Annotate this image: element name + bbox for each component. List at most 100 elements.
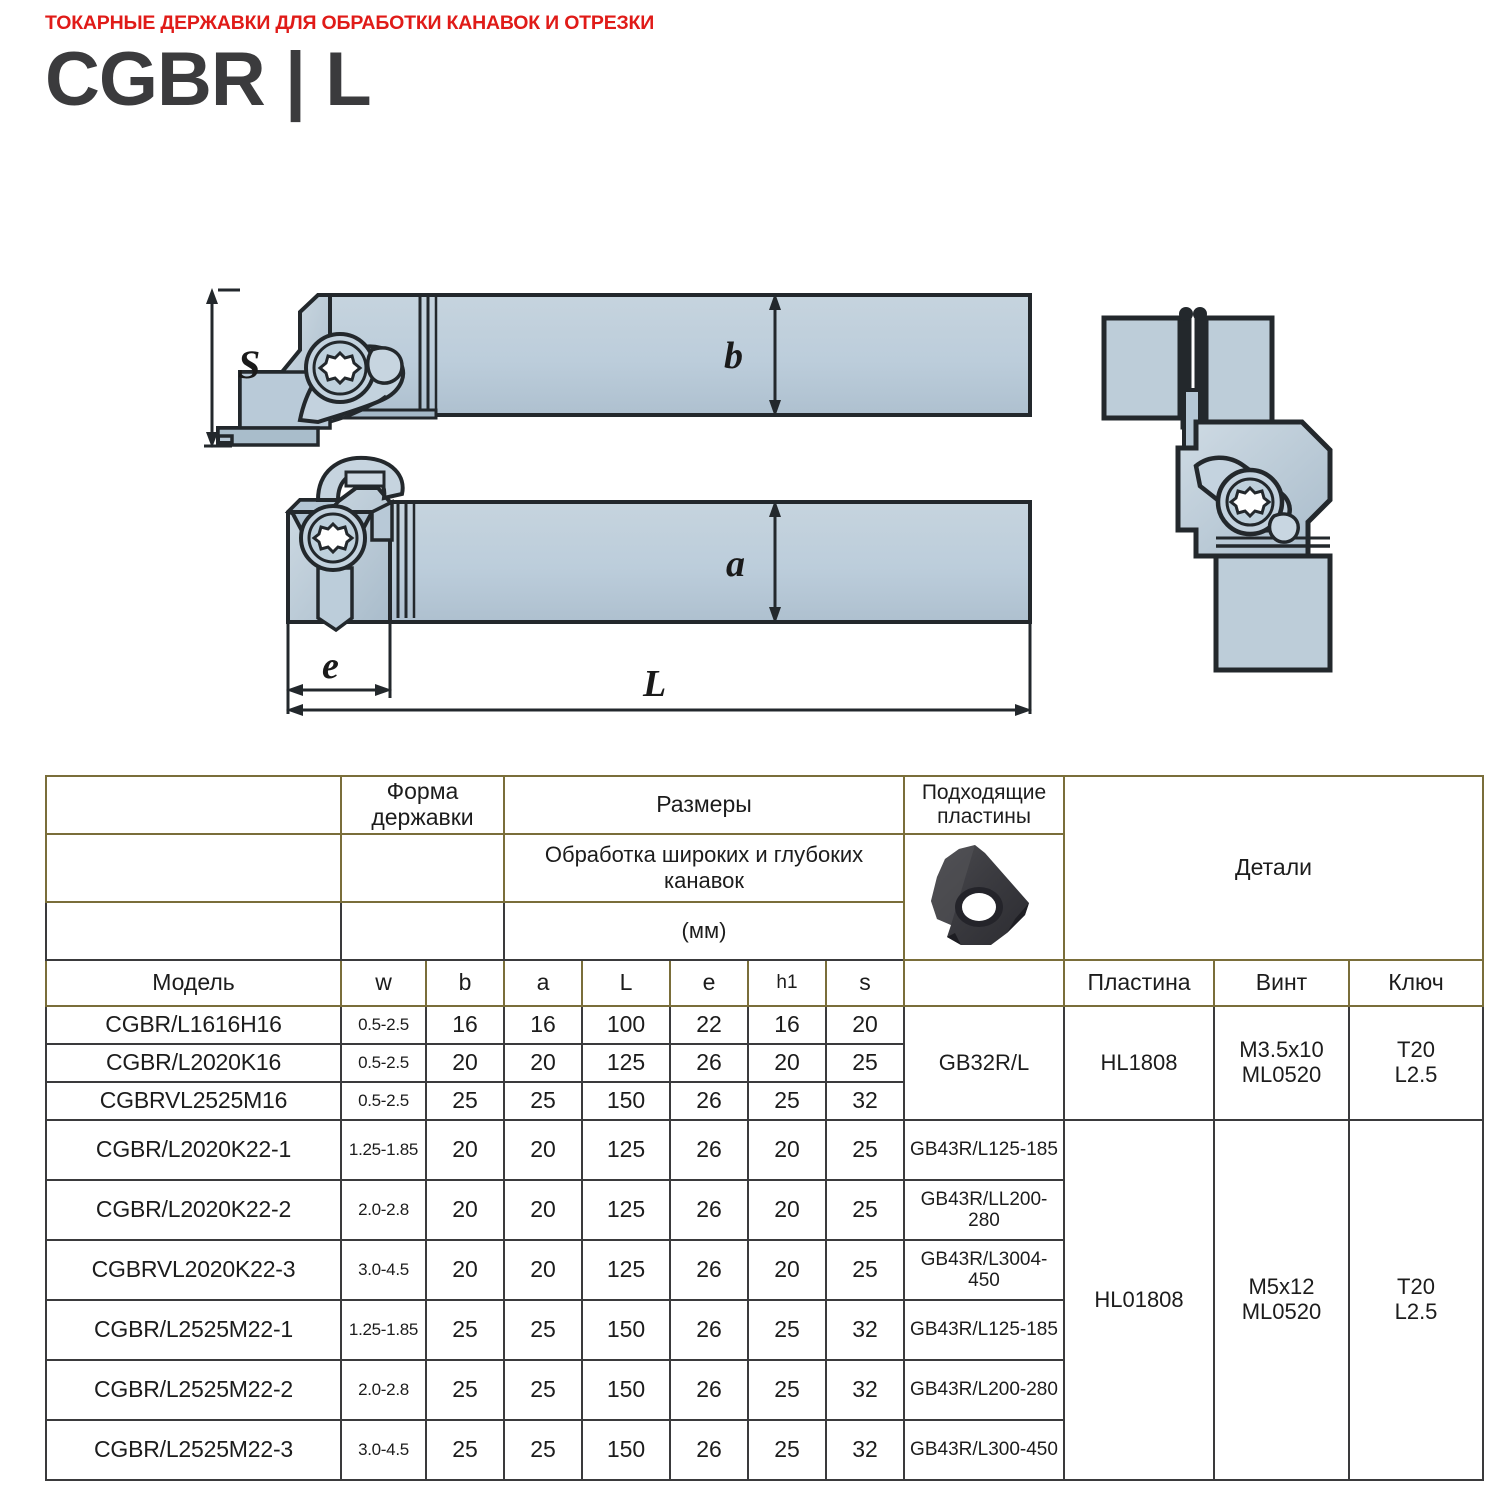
cell-b: 20 bbox=[425, 1239, 505, 1301]
front-view-drawing: a e L bbox=[284, 455, 1032, 716]
table-row: CGBR/L1616H16 0.5-2.5 16 16 100 22 16 20… bbox=[45, 1005, 1485, 1121]
cell-b: 25 bbox=[425, 1081, 505, 1121]
cell-a: 20 bbox=[503, 1119, 583, 1181]
header-blank-3 bbox=[340, 833, 505, 903]
cell-w: 0.5-2.5 bbox=[340, 1043, 427, 1083]
dimension-e bbox=[286, 622, 392, 698]
page-kicker: ТОКАРНЫЕ ДЕРЖАВКИ ДЛЯ ОБРАБОТКИ КАНАВОК … bbox=[45, 12, 655, 34]
header-h1: h1 bbox=[747, 959, 827, 1007]
dimension-s bbox=[204, 288, 240, 448]
cell-h1: 20 bbox=[747, 1119, 827, 1181]
cell-h1: 25 bbox=[747, 1419, 827, 1481]
specification-table: Форма державки Размеры Подходящие пласти… bbox=[45, 775, 1485, 1481]
cell-s: 25 bbox=[825, 1119, 905, 1181]
cell-insert-part: HL01808 bbox=[1063, 1119, 1215, 1481]
header-model: Модель bbox=[45, 959, 342, 1007]
cell-s: 32 bbox=[825, 1081, 905, 1121]
cell-w: 0.5-2.5 bbox=[340, 1081, 427, 1121]
cell-e: 26 bbox=[669, 1299, 749, 1361]
dimension-label-s: S bbox=[238, 342, 260, 387]
cell-a: 20 bbox=[503, 1043, 583, 1083]
cell-L: 150 bbox=[581, 1359, 671, 1421]
header-blank-1 bbox=[45, 775, 342, 835]
cell-h1: 20 bbox=[747, 1239, 827, 1301]
cell-model: CGBR/L2525M22-1 bbox=[45, 1299, 342, 1361]
cell-s: 20 bbox=[825, 1005, 905, 1045]
cell-fit-insert: GB32R/L bbox=[903, 1005, 1065, 1121]
cell-h1: 25 bbox=[747, 1081, 827, 1121]
cell-a: 25 bbox=[503, 1081, 583, 1121]
header-blank-2 bbox=[45, 833, 342, 903]
cell-e: 26 bbox=[669, 1119, 749, 1181]
cell-b: 25 bbox=[425, 1359, 505, 1421]
table-header-row-2: Обработка широких и глубоких канавок bbox=[45, 833, 1483, 961]
end-view-drawing bbox=[1101, 307, 1333, 673]
cell-model: CGBR/L1616H16 bbox=[45, 1005, 342, 1045]
cell-model: CGBR/L2020K22-1 bbox=[45, 1119, 342, 1181]
cell-b: 20 bbox=[425, 1119, 505, 1181]
header-work-description: Обработка широких и глубоких канавок bbox=[503, 833, 905, 903]
header-parts: Детали bbox=[1062, 775, 1485, 961]
cell-a: 25 bbox=[503, 1419, 583, 1481]
cell-fit-insert: GB43R/L3004-450 bbox=[903, 1239, 1065, 1301]
cell-e: 22 bbox=[669, 1005, 749, 1045]
cell-s: 32 bbox=[825, 1419, 905, 1481]
page-title: CGBR | L bbox=[45, 37, 372, 122]
cell-h1: 25 bbox=[747, 1359, 827, 1421]
cell-b: 20 bbox=[425, 1179, 505, 1241]
cell-a: 20 bbox=[503, 1239, 583, 1301]
cell-model: CGBR/L2020K16 bbox=[45, 1043, 342, 1083]
header-sizes: Размеры bbox=[503, 775, 905, 835]
dimension-label-e: e bbox=[322, 645, 339, 687]
cell-h1: 20 bbox=[747, 1043, 827, 1083]
cell-s: 25 bbox=[825, 1239, 905, 1301]
cell-e: 26 bbox=[669, 1359, 749, 1421]
cell-e: 26 bbox=[669, 1081, 749, 1121]
technical-drawing: S b bbox=[0, 250, 1500, 740]
cell-L: 150 bbox=[581, 1299, 671, 1361]
cell-h1: 16 bbox=[747, 1005, 827, 1045]
header-units: (мм) bbox=[503, 901, 905, 961]
cell-L: 125 bbox=[581, 1239, 671, 1301]
carbide-insert-photo bbox=[908, 838, 1060, 956]
cell-w: 0.5-2.5 bbox=[340, 1005, 427, 1045]
header-screw: Винт bbox=[1213, 959, 1350, 1007]
cell-model: CGBR/L2020K22-2 bbox=[45, 1179, 342, 1241]
table-header-row-1: Форма державки Размеры Подходящие пласти… bbox=[45, 775, 1485, 961]
cell-model: CGBR/L2525M22-3 bbox=[45, 1419, 342, 1481]
cell-b: 25 bbox=[425, 1419, 505, 1481]
table-row: CGBRVL2020K22-3 3.0-4.5 20 20 125 26 20 … bbox=[45, 1239, 1483, 1301]
cell-w: 3.0-4.5 bbox=[340, 1239, 427, 1301]
cell-a: 16 bbox=[503, 1005, 583, 1045]
header-blank-4 bbox=[45, 901, 342, 961]
table-row: CGBR/L2525M22-3 3.0-4.5 25 25 150 26 25 … bbox=[45, 1419, 1483, 1481]
cell-e: 26 bbox=[669, 1239, 749, 1301]
table-row: CGBR/L2020K22-2 2.0-2.8 20 20 125 26 20 … bbox=[45, 1179, 1483, 1241]
header-b: b bbox=[425, 959, 505, 1007]
cell-fit-insert: GB43R/L125-185 bbox=[903, 1299, 1065, 1361]
dimension-label-b: b bbox=[724, 335, 743, 377]
cell-L: 125 bbox=[581, 1043, 671, 1083]
cell-L: 100 bbox=[581, 1005, 671, 1045]
cell-b: 20 bbox=[425, 1043, 505, 1083]
header-key: Ключ bbox=[1347, 959, 1485, 1007]
cell-h1: 20 bbox=[747, 1179, 827, 1241]
cell-b: 16 bbox=[425, 1005, 505, 1045]
header-L: L bbox=[581, 959, 671, 1007]
table-row: CGBR/L2020K16 0.5-2.5 20 20 125 26 20 25 bbox=[45, 1043, 1483, 1083]
table-row: CGBRVL2525M16 0.5-2.5 25 25 150 26 25 32 bbox=[45, 1081, 1483, 1121]
cell-w: 2.0-2.8 bbox=[340, 1359, 427, 1421]
cell-w: 1.25-1.85 bbox=[340, 1119, 427, 1181]
cell-insert-part: HL1808 bbox=[1063, 1005, 1215, 1121]
dimension-label-L: L bbox=[642, 663, 666, 705]
cell-s: 32 bbox=[825, 1359, 905, 1421]
cell-a: 25 bbox=[503, 1359, 583, 1421]
table-row: CGBR/L2020K22-1 1.25-1.85 20 20 125 26 2… bbox=[45, 1119, 1485, 1481]
cell-model: CGBR/L2525M22-2 bbox=[45, 1359, 342, 1421]
cell-key: T20 L2.5 bbox=[1347, 1005, 1485, 1121]
dimension-label-a: a bbox=[726, 543, 745, 585]
cell-e: 26 bbox=[669, 1043, 749, 1083]
header-suitable-inserts: Подходящие пластины bbox=[903, 775, 1065, 835]
cell-fit-insert: GB43R/L200-280 bbox=[903, 1359, 1065, 1421]
